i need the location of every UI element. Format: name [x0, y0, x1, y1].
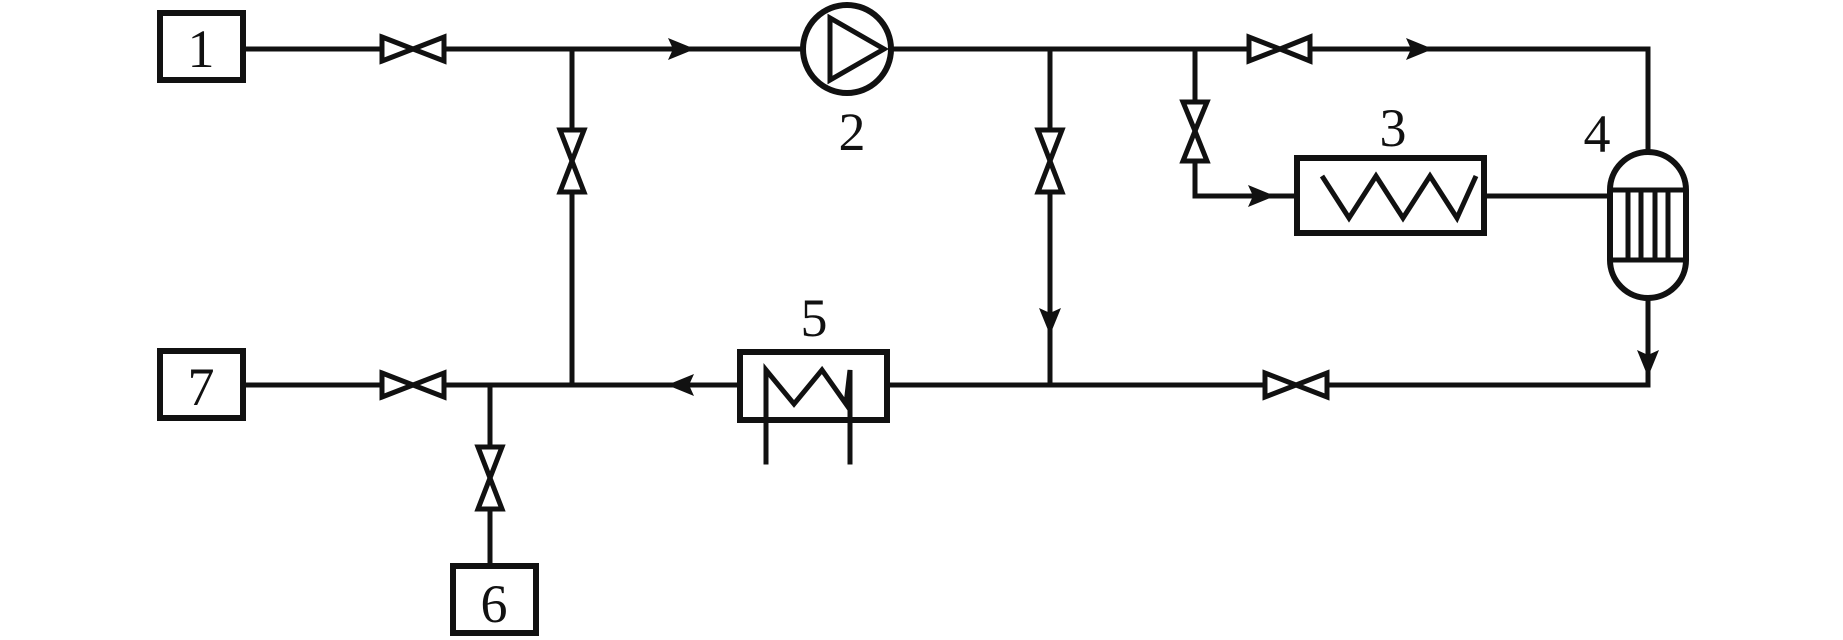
arrow-down-icon [1637, 350, 1659, 377]
valve-bottom-left [379, 369, 447, 401]
equipment-4-reactor: 4 [1584, 104, 1689, 301]
label-7: 7 [188, 357, 215, 417]
label-4: 4 [1584, 104, 1611, 164]
valve-bypass [1179, 99, 1211, 164]
label-6: 6 [481, 574, 508, 634]
label-1: 1 [188, 19, 215, 79]
arrow-right-icon [668, 38, 695, 60]
valves [379, 33, 1330, 512]
valve-left-vertical [556, 127, 588, 195]
equipment-2-pump: 2 [800, 2, 894, 162]
valve-to-tank-6 [474, 444, 506, 512]
valve-top-right [1246, 33, 1313, 65]
equipment-6-drain-tank: 6 [450, 563, 539, 636]
equipment-1-source-tank: 1 [157, 10, 246, 83]
arrow-left-icon [667, 374, 694, 396]
label-2: 2 [839, 102, 866, 162]
label-3: 3 [1380, 98, 1407, 158]
valve-middle-vertical [1034, 127, 1066, 195]
arrow-down-icon [1039, 308, 1061, 335]
valve-bottom-right [1262, 369, 1330, 401]
valve-top-left [379, 33, 447, 65]
pipe-network [240, 46, 1651, 569]
flow-arrows [667, 38, 1659, 396]
equipment-3-heater: 3 [1294, 98, 1487, 236]
arrow-right-icon [1406, 38, 1433, 60]
label-5: 5 [801, 288, 828, 348]
equipment-5-cooler: 5 [737, 288, 890, 465]
arrow-right-icon [1248, 185, 1275, 207]
equipment-7-product-tank: 7 [157, 348, 246, 421]
